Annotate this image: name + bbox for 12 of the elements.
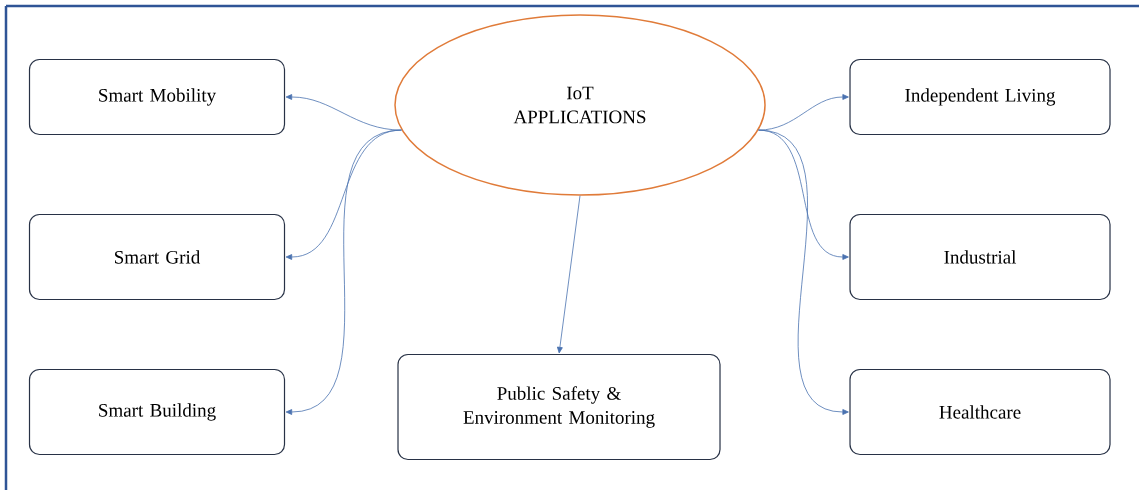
process-box: Healthcare <box>849 368 1111 456</box>
arrow <box>285 129 402 415</box>
arrow <box>758 129 849 415</box>
process-box: Public Safety & Environment Monitoring <box>397 353 721 461</box>
process-box: Industrial <box>849 213 1111 301</box>
arrow <box>285 94 402 131</box>
process-box: Smart Grid <box>28 213 286 301</box>
process-box: Smart Mobility <box>28 58 286 136</box>
process-box: Independent Living <box>849 58 1111 136</box>
ellipse-node: IoT APPLICATIONS <box>394 14 766 196</box>
arrow <box>557 195 581 354</box>
process-box: Smart Building <box>28 368 286 456</box>
